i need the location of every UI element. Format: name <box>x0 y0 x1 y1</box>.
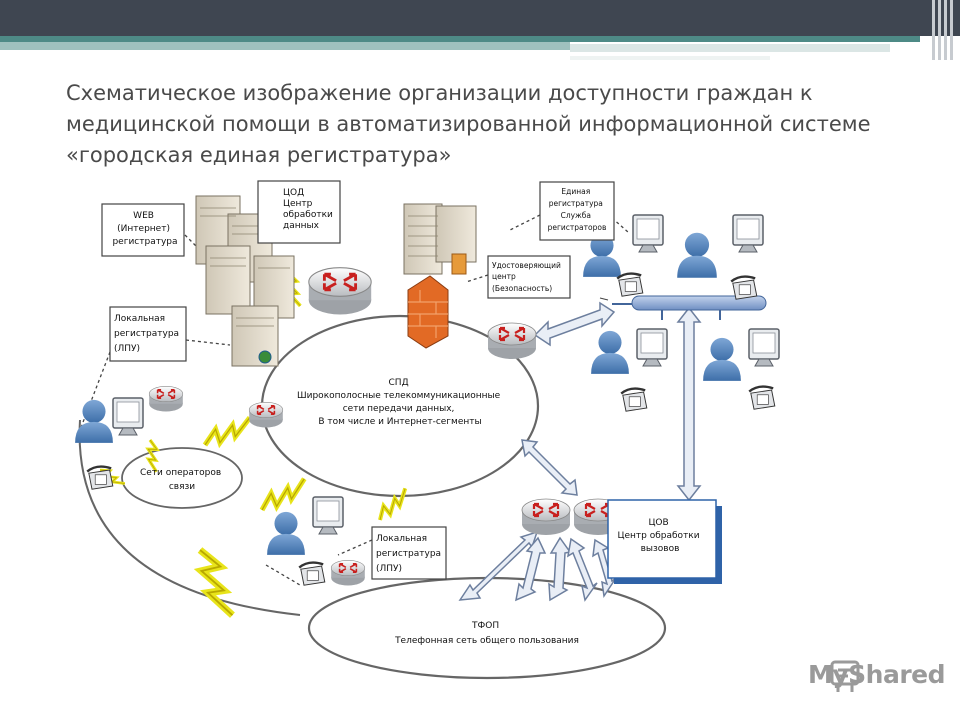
registrar-person-icon <box>591 330 629 374</box>
monitor-icon <box>732 214 764 253</box>
slide-accent-band-faint <box>570 56 770 60</box>
data-center-servers-icon <box>195 195 295 367</box>
local-label-box-1 <box>109 306 187 362</box>
er-label-box <box>539 181 615 241</box>
title-line: медицинской помощи в автоматизированной … <box>66 112 871 136</box>
phone-icon <box>748 385 776 411</box>
web-label-box <box>101 203 185 257</box>
monitor-icon <box>748 328 780 367</box>
slide-corner-lines <box>930 0 960 60</box>
local-registry-label-2: Локальная регистратура (ЛПУ) <box>376 534 444 574</box>
registrar-bus <box>599 295 767 320</box>
core-router-icon <box>307 266 373 316</box>
slide-accent-band-light <box>0 42 570 50</box>
cod-label-box <box>257 180 341 244</box>
operator-router-icon <box>148 385 184 413</box>
monitor-icon <box>632 214 664 253</box>
registrar-person-icon <box>703 337 741 381</box>
spd-label: СПД Широкополосные телекоммуникационные … <box>297 378 503 427</box>
certificate-center-servers-icon <box>403 203 477 275</box>
call-center-box <box>607 499 722 584</box>
phone-icon <box>298 561 326 587</box>
local-label-box-2 <box>371 526 447 580</box>
user-person-icon <box>267 511 305 555</box>
edge-router-icon <box>486 321 538 361</box>
firewall-icon <box>407 275 449 349</box>
title-line: Схематическое изображение организации до… <box>66 81 813 105</box>
monitor-icon <box>112 397 144 436</box>
er-label: Единая регистратура Служба регистраторов <box>548 187 607 232</box>
monitor-icon <box>636 328 668 367</box>
uc-label-box <box>487 255 571 299</box>
myshared-logo-icon <box>830 660 860 692</box>
watermark-text: MyShared <box>808 660 946 689</box>
uc-label: Удостоверяющий центр (Безопасность) <box>492 261 563 293</box>
local-registry-label-1: Локальная регистратура (ЛПУ) <box>114 314 182 354</box>
local-router-icon <box>330 559 366 587</box>
phone-icon <box>730 275 758 301</box>
monitor-icon <box>312 496 344 535</box>
phone-icon <box>85 465 115 491</box>
phone-icon <box>620 387 648 413</box>
spd-router-icon <box>248 401 284 429</box>
slide-top-bar <box>0 0 960 36</box>
registrar-person-icon <box>677 232 717 278</box>
call-center-label: ЦОВ Центр обработки вызовов <box>618 518 703 554</box>
cov-router-icon <box>520 497 572 537</box>
label-boxes <box>101 180 615 580</box>
link-local-to-tfop <box>78 419 301 616</box>
double-arrows <box>458 301 702 602</box>
operators-label: Сети операторов связи <box>140 468 224 492</box>
title-line: «городская единая регистратура» <box>66 143 452 167</box>
operators-network-ellipse <box>121 447 243 509</box>
slide-title: Схематическое изображение организации до… <box>66 78 871 171</box>
phone-icon <box>616 272 644 298</box>
web-label: WEB (Интернет) регистратура <box>112 211 177 247</box>
slide-accent-band-pale <box>570 44 890 52</box>
slide-accent-band <box>0 36 920 42</box>
cod-label: ЦОД Центр обработки данных <box>283 188 336 231</box>
tfop-label: ТФОП Телефонная сеть общего пользования <box>394 621 579 646</box>
